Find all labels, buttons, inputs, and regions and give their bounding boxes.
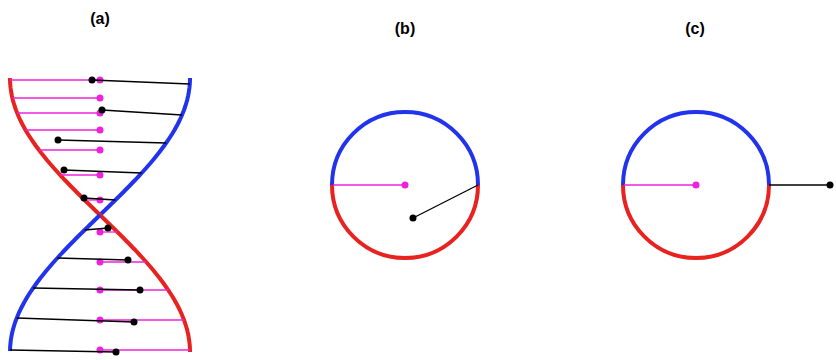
magenta-dot (97, 317, 104, 324)
magenta-line (17, 112, 100, 113)
black-dot (131, 319, 138, 326)
black-line (57, 258, 128, 260)
magenta-dot (97, 347, 104, 354)
black-line (92, 80, 190, 84)
magenta-line (624, 184, 696, 185)
black-line (102, 110, 182, 115)
magenta-dot (97, 127, 104, 134)
magenta-dot (97, 287, 104, 294)
magenta-line (39, 149, 100, 150)
black-line (413, 185, 478, 218)
black-dot (81, 195, 88, 202)
black-line (10, 350, 116, 352)
black-line (33, 288, 140, 290)
red-strand (10, 78, 190, 352)
magenta-dot (693, 182, 700, 189)
black-line (85, 228, 108, 230)
circle-b (332, 112, 478, 258)
black-line (84, 198, 115, 200)
black-dot (61, 167, 68, 174)
magenta-line (26, 129, 100, 130)
magenta-dot (97, 147, 104, 154)
black-dot (137, 287, 144, 294)
red-arc (623, 185, 769, 258)
black-line (17, 318, 134, 322)
black-dot (55, 137, 62, 144)
black-dot (827, 182, 834, 189)
black-line (64, 170, 142, 173)
panel-label: (b) (395, 20, 415, 38)
magenta-line (333, 184, 405, 185)
magenta-line (60, 174, 100, 175)
blue-strand (10, 215, 100, 351)
black-dot (105, 225, 112, 232)
magenta-line (100, 261, 146, 262)
black-dot (125, 257, 132, 264)
dna-helix (10, 77, 190, 356)
panel-label: (c) (685, 20, 705, 38)
red-arc (332, 185, 478, 258)
magenta-dot (97, 172, 104, 179)
black-line (58, 140, 166, 143)
black-dot (99, 107, 106, 114)
magenta-line (100, 319, 184, 320)
blue-strand (101, 78, 190, 214)
black-dot (113, 349, 120, 356)
circle-c (623, 112, 834, 258)
magenta-line (10, 79, 100, 80)
magenta-line (12, 97, 100, 98)
magenta-dot (97, 197, 104, 204)
black-dot (410, 215, 417, 222)
black-line (769, 184, 830, 185)
magenta-dot (402, 182, 409, 189)
panel-label: (a) (90, 10, 110, 28)
blue-arc (332, 112, 478, 185)
black-dot (89, 77, 96, 84)
blue-arc (623, 112, 769, 185)
magenta-dot (97, 229, 104, 236)
magenta-dot (97, 95, 104, 102)
